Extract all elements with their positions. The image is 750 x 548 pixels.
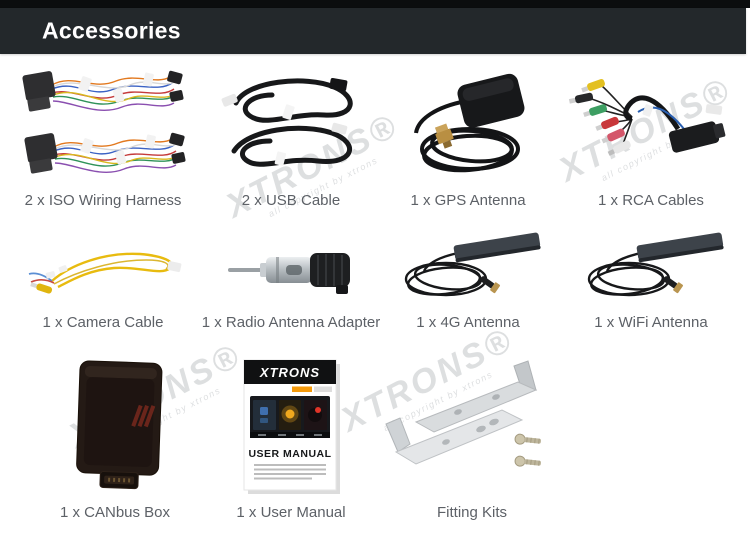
item-label: 2 x ISO Wiring Harness (24, 192, 182, 209)
wifi-antenna-illustration (587, 232, 724, 297)
canbus-box-photo (20, 352, 210, 503)
4g-antenna-illustration (404, 232, 541, 297)
camera-cable-photo (8, 228, 198, 313)
accessory-item-iso-wiring-harness: 2 x ISO Wiring Harness (8, 60, 198, 212)
accessory-item-gps-antenna: 1 x GPS Antenna (376, 60, 560, 212)
fitting-kits-illustration (385, 359, 541, 467)
item-label: 1 x 4G Antenna (416, 314, 520, 331)
item-label: 1 x User Manual (236, 504, 346, 521)
radio-antenna-adapter-photo (196, 228, 386, 313)
accessory-item-canbus-box: 1 x CANbus Box (20, 352, 210, 524)
item-label: 1 x WiFi Antenna (594, 314, 708, 331)
manual-brand-logo: XTRONS (259, 365, 320, 380)
item-label: 1 x RCA Cables (598, 192, 704, 209)
page-title: Accessories (42, 17, 181, 44)
usb-cable-illustration (221, 77, 353, 167)
gps-antenna-illustration (414, 73, 525, 172)
item-label: 1 x Radio Antenna Adapter (201, 314, 381, 331)
accessory-item-radio-antenna-adapter: 1 x Radio Antenna Adapter (196, 228, 386, 334)
fitting-kits-photo (378, 352, 566, 503)
manual-title-text: USER MANUAL (248, 448, 331, 460)
accessory-item-fitting-kits: Fitting Kits (378, 352, 566, 524)
screw (514, 433, 541, 445)
item-label: 1 x GPS Antenna (410, 192, 526, 209)
4g-antenna-photo (376, 221, 560, 313)
screw (514, 455, 541, 467)
accessory-item-4g-antenna: 1 x 4G Antenna (376, 228, 560, 334)
rca-cables-illustration (568, 78, 726, 156)
iso-wiring-harness-photo (8, 60, 198, 191)
accessory-item-camera-cable: 1 x Camera Cable (8, 228, 198, 334)
item-label: 1 x CANbus Box (59, 504, 171, 521)
user-manual-illustration: XTRONS USER MANUAL (243, 359, 340, 494)
header-bar: Accessories (0, 8, 746, 54)
gps-antenna-photo (376, 60, 560, 191)
canbus-box-illustration (76, 359, 163, 489)
camera-cable-illustration (28, 252, 182, 294)
item-label: 1 x Camera Cable (42, 314, 164, 331)
manual-paragraph-lines (254, 463, 326, 479)
item-label: 2 x USB Cable (241, 192, 341, 209)
accessory-item-user-manual: XTRONS USER MANUAL (196, 352, 386, 524)
usb-cable-photo (196, 60, 386, 191)
accessory-item-wifi-antenna: 1 x WiFi Antenna (558, 228, 744, 334)
wifi-antenna-photo (558, 221, 744, 313)
iso-wiring-harness-illustration (22, 70, 187, 175)
accessory-item-rca-cables: 1 x RCA Cables (558, 60, 744, 212)
user-manual-photo: XTRONS USER MANUAL (196, 352, 386, 503)
radio-antenna-adapter-illustration (228, 252, 350, 294)
accessory-item-usb-cable: 2 x USB Cable (196, 60, 386, 212)
rca-cables-photo (558, 60, 744, 191)
item-label: Fitting Kits (436, 504, 508, 521)
top-divider-strip (0, 0, 750, 8)
